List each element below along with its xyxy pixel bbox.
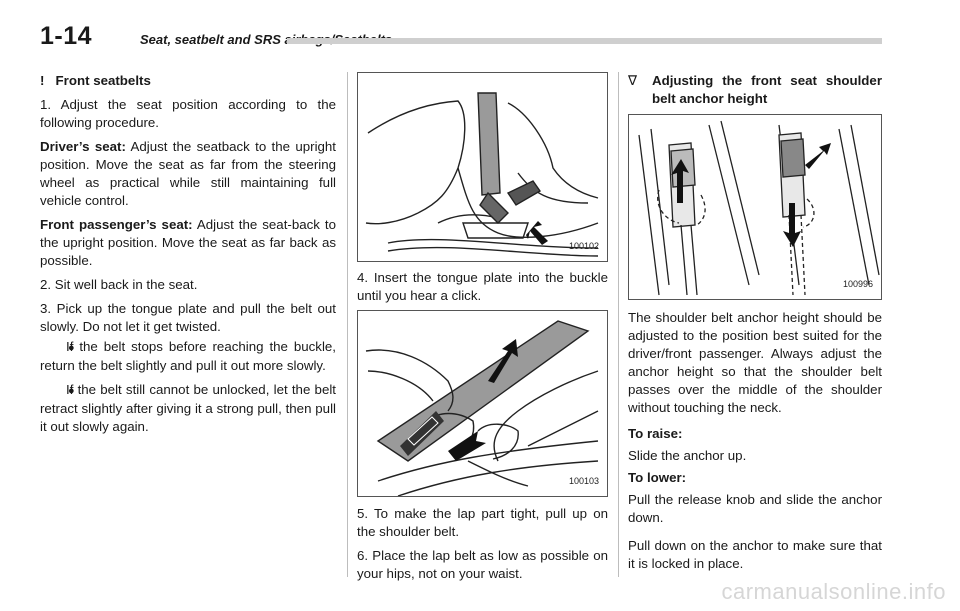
figure-tongue-plate: 100102 (357, 72, 608, 262)
figure-buckle: 100103 (357, 310, 608, 497)
bullet-icon: ● (68, 342, 75, 354)
passenger-seat-label: Front passenger’s seat: (40, 217, 193, 232)
lock-check-paragraph: Pull down on the anchor to make sure tha… (628, 538, 882, 571)
column-left: ! Front seatbelts 1. Adjust the seat pos… (40, 72, 336, 442)
step-4: 4. Insert the tongue plate into the buck… (357, 270, 608, 303)
figure-id: 100103 (568, 476, 599, 486)
figure-id: 100102 (568, 241, 599, 251)
page-header: 1-14 Seat, seatbelt and SRS airbags/Seat… (40, 22, 882, 58)
subsection-marker: ∇ (628, 73, 637, 88)
column-divider (618, 72, 619, 577)
column-right: ∇ Adjusting the front seat shoulder belt … (628, 72, 882, 579)
step-6: 6. Place the lap belt as low as possible… (357, 548, 608, 581)
page-number: 1-14 (40, 22, 93, 50)
subsection-heading: ∇ Adjusting the front seat shoulder belt … (628, 72, 882, 108)
driver-seat-text: Adjust the seatback to the upright posit… (40, 139, 337, 208)
tongue-plate-illustration (365, 92, 599, 257)
passenger-seat-text: Adjust the seat-back to the upright posi… (40, 217, 336, 268)
driver-seat-paragraph: Driver’s seat: Adjust the seatback to th… (40, 138, 336, 210)
lower-label: To lower: (628, 470, 687, 485)
raise-text: Slide the anchor up. (628, 448, 747, 463)
watermark: carmanualsonline.info (721, 579, 946, 604)
step-2: 2. Sit well back in the seat. (40, 277, 198, 292)
section-title: Front seatbelts (55, 73, 151, 88)
subsection-title: Adjusting the front seat shoulder belt a… (652, 73, 882, 106)
column-divider (347, 72, 348, 577)
figure-anchor-height: 100996 (628, 114, 882, 300)
step-5: 5. To make the lap part tight, pull up o… (357, 506, 608, 539)
bullet-text: If the belt still cannot be unlocked, le… (40, 382, 336, 434)
raise-label: To raise: (628, 426, 683, 441)
section-heading: ! Front seatbelts (40, 72, 336, 90)
bullet-item: ●If the belt still cannot be unlocked, l… (40, 381, 336, 436)
step-1: 1. Adjust the seat position according to… (40, 97, 336, 130)
step-3: 3. Pick up the tongue plate and pull the… (40, 301, 336, 334)
anchor-adjuster-illustration (638, 120, 880, 296)
driver-seat-label: Driver’s seat: (40, 139, 126, 154)
bullet-icon: ● (68, 385, 75, 397)
column-middle: 100102 4. Insert the tongue plate into t… (357, 72, 608, 589)
bullet-text: If the belt stops before reaching the bu… (40, 339, 336, 373)
header-rule (287, 38, 882, 44)
passenger-seat-paragraph: Front passenger’s seat: Adjust the seat-… (40, 216, 336, 270)
lower-text: Pull the release knob and slide the anch… (628, 492, 882, 525)
anchor-height-paragraph: The shoulder belt anchor height should b… (628, 310, 882, 415)
section-marker: ! (40, 73, 45, 88)
buckle-illustration (365, 320, 599, 496)
bullet-item: ●If the belt stops before reaching the b… (40, 338, 336, 375)
figure-id: 100996 (842, 279, 873, 289)
